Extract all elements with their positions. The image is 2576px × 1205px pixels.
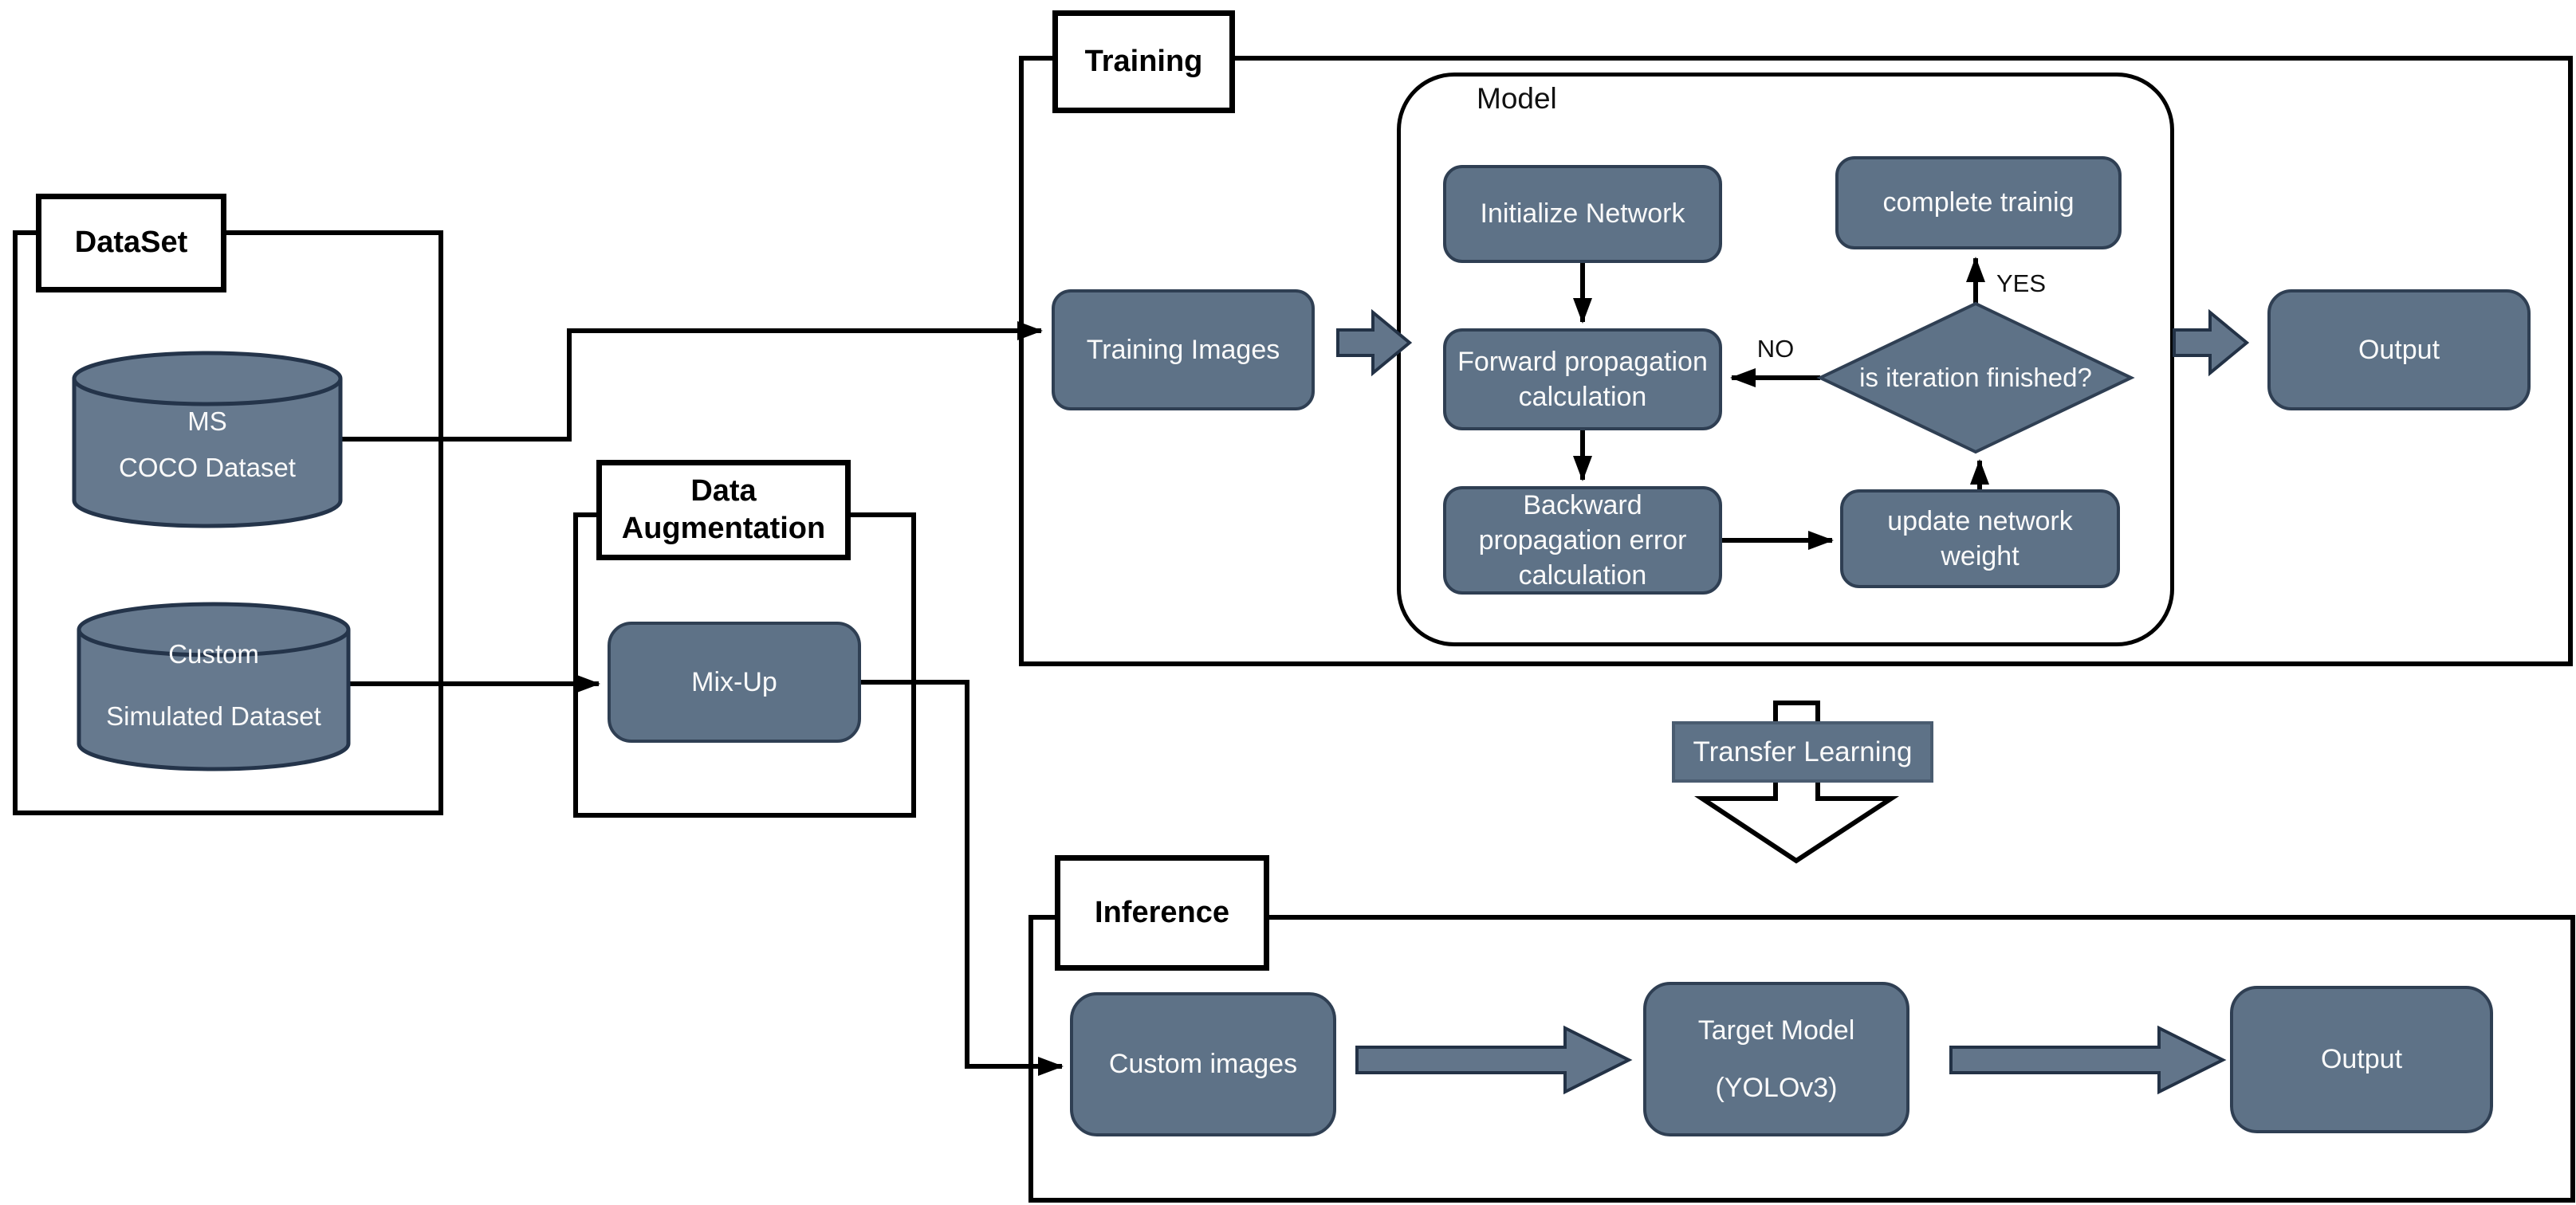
iteration-decision-node: is iteration finished?: [1816, 351, 2135, 405]
mix-up-node: Mix-Up: [608, 622, 861, 743]
coco-cylinder-shape: [72, 351, 343, 528]
update-network-weight-label: update network weight: [1887, 505, 2073, 571]
forward-propagation-node: Forward propagation calculation: [1443, 328, 1722, 430]
mix-up-label: Mix-Up: [691, 666, 777, 697]
ms-coco-dataset-cylinder: MS COCO Dataset: [74, 375, 340, 514]
custom-cylinder-shape: [77, 602, 351, 771]
block-arrow-images-to-model: [1336, 308, 1413, 377]
ms-coco-line2: COCO Dataset: [119, 452, 296, 482]
inference-output-node: Output: [2230, 986, 2493, 1133]
data-augmentation-group-label-text: Data Augmentation: [621, 473, 826, 546]
forward-propagation-label: Forward propagation calculation: [1457, 346, 1708, 412]
iteration-decision-label: is iteration finished?: [1859, 363, 2092, 392]
backward-propagation-node: Backward propagation error calculation: [1443, 486, 1722, 595]
complete-training-label: complete trainig: [1882, 187, 2075, 218]
custom-images-label: Custom images: [1108, 1049, 1298, 1080]
dataset-group-label: DataSet: [36, 194, 226, 292]
custom-sim-line2: Simulated Dataset: [106, 701, 321, 731]
inference-group-label-text: Inference: [1095, 895, 1229, 929]
training-images-label: Training Images: [1086, 334, 1280, 365]
target-model-line1: Target Model: [1697, 1015, 1855, 1046]
dataset-group-label-text: DataSet: [74, 226, 188, 260]
data-augmentation-group-label: Data Augmentation: [596, 460, 851, 560]
initialize-network-node: Initialize Network: [1443, 165, 1722, 263]
training-images-node: Training Images: [1052, 289, 1315, 410]
custom-simulated-dataset-cylinder: Custom Simulated Dataset: [79, 614, 348, 757]
transfer-learning-node: Transfer Learning: [1672, 721, 1933, 783]
dataset-group-box: [13, 230, 443, 815]
training-output-node: Output: [2267, 289, 2531, 410]
ms-coco-line1: MS: [187, 406, 227, 436]
custom-images-node: Custom images: [1070, 992, 1336, 1136]
target-model-line2: (YOLOv3): [1715, 1073, 1838, 1103]
block-arrow-target-to-output: [1949, 1025, 2227, 1095]
custom-sim-line1: Custom: [168, 639, 259, 669]
training-output-label: Output: [2358, 334, 2440, 365]
inference-group-label: Inference: [1055, 855, 1269, 971]
edge-mixup-to-custom-images: [861, 680, 1064, 1076]
complete-training-node: complete trainig: [1835, 156, 2122, 249]
transfer-learning-label: Transfer Learning: [1693, 736, 1913, 767]
update-network-weight-node: update network weight: [1840, 489, 2120, 588]
inference-output-label: Output: [2320, 1044, 2403, 1075]
training-group-box: [1019, 56, 2573, 666]
block-arrow-model-to-output: [2173, 308, 2250, 377]
initialize-network-label: Initialize Network: [1480, 198, 1685, 230]
edge-label-no: NO: [1756, 335, 1795, 363]
inference-group-box: [1028, 915, 2575, 1203]
training-group-label-text: Training: [1084, 44, 1203, 78]
backward-propagation-label: Backward propagation error calculation: [1478, 489, 1687, 591]
model-group-box: [1397, 73, 2174, 646]
target-model-node: Target Model (YOLOv3): [1643, 982, 1909, 1136]
edge-label-yes: YES: [1996, 269, 2047, 297]
decision-diamond-shape: [1816, 301, 2135, 454]
block-arrow-custom-to-target: [1355, 1025, 1633, 1095]
model-group-title: Model: [1477, 82, 1557, 115]
edge-coco-to-training-images: [340, 321, 1043, 442]
training-group-label: Training: [1052, 10, 1235, 113]
